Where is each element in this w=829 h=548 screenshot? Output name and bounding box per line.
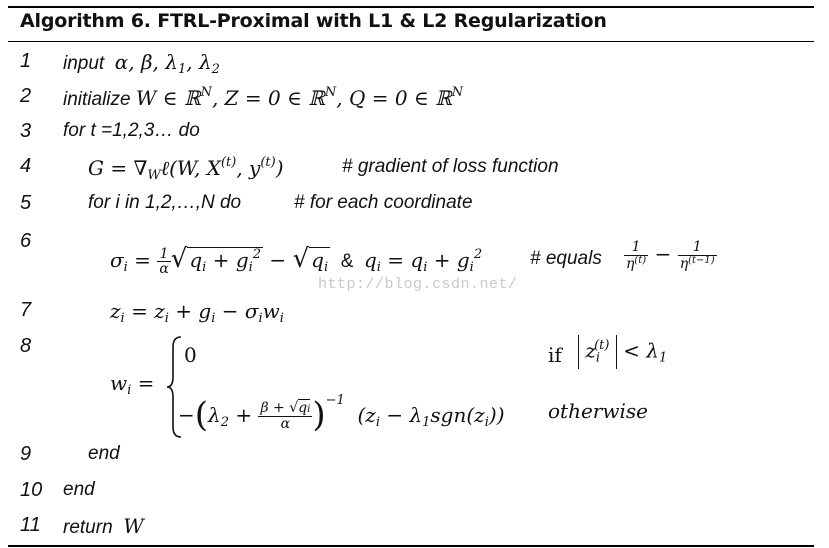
keyword: initialize bbox=[63, 89, 131, 110]
line-number: 10 bbox=[20, 479, 43, 501]
watermark: http://blog.csdn.net/ bbox=[318, 276, 518, 293]
comment: # for each coordinate bbox=[294, 192, 473, 213]
sqrt-icon: √ bbox=[289, 400, 299, 417]
line-number: 8 bbox=[20, 335, 32, 357]
comment: # equals bbox=[530, 248, 602, 269]
line-number: 9 bbox=[20, 443, 32, 465]
line-number: 2 bbox=[20, 85, 32, 107]
header-rule bbox=[8, 41, 814, 42]
line-number: 3 bbox=[20, 120, 32, 142]
line-number: 11 bbox=[20, 514, 41, 536]
line-number: 1 bbox=[20, 50, 32, 72]
bottom-rule bbox=[8, 545, 814, 547]
comment: # gradient of loss function bbox=[342, 156, 559, 177]
top-rule bbox=[8, 6, 814, 8]
line-text: end bbox=[63, 479, 95, 500]
line-number: 7 bbox=[20, 299, 32, 321]
sqrt-icon: √ bbox=[292, 244, 310, 274]
line-text: for t =1,2,3… do bbox=[63, 120, 200, 141]
line-number: 5 bbox=[20, 192, 32, 214]
algorithm-title: Algorithm 6. FTRL-Proximal with L1 & L2 … bbox=[20, 10, 607, 32]
left-brace-icon bbox=[166, 336, 182, 438]
keyword: return bbox=[63, 517, 113, 538]
line-number: 6 bbox=[20, 230, 32, 252]
sqrt-icon: √ bbox=[170, 244, 188, 274]
keyword: input bbox=[63, 53, 105, 74]
line-number: 4 bbox=[20, 155, 32, 177]
line-text: end bbox=[88, 443, 120, 464]
line-text: for i in 1,2,…,N do bbox=[88, 192, 242, 213]
